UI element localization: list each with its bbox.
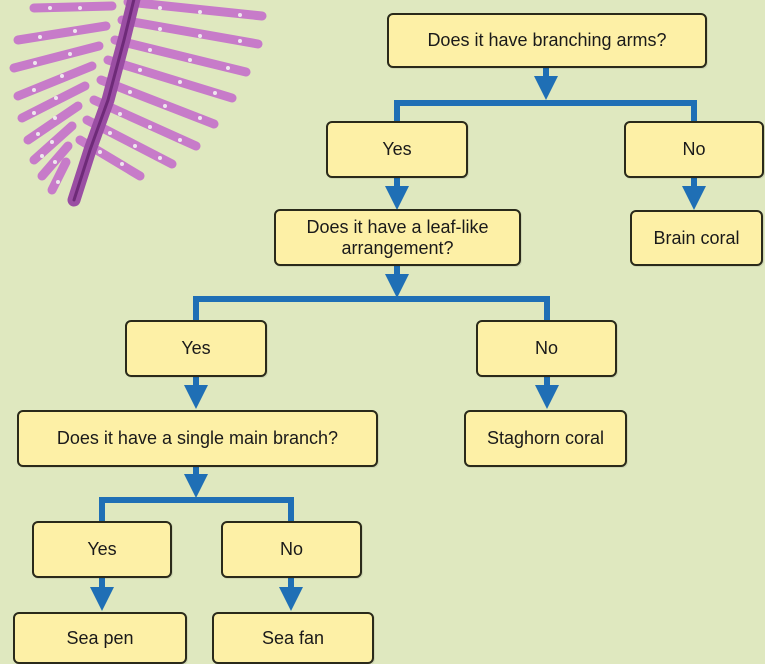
answer-no-branching: No bbox=[624, 121, 764, 178]
question-single-branch-text: Does it have a single main branch? bbox=[51, 428, 344, 449]
question-leaf-like-text: Does it have a leaf-like arrangement? bbox=[294, 217, 500, 259]
answer-yes-branching-text: Yes bbox=[376, 139, 417, 160]
result-sea-fan: Sea fan bbox=[212, 612, 374, 664]
answer-yes-branching: Yes bbox=[326, 121, 468, 178]
result-staghorn-coral-text: Staghorn coral bbox=[481, 428, 610, 449]
result-brain-coral: Brain coral bbox=[630, 210, 763, 266]
question-branching-arms-text: Does it have branching arms? bbox=[421, 30, 672, 51]
question-leaf-like-line1: Does it have a leaf-like bbox=[300, 217, 494, 238]
result-staghorn-coral: Staghorn coral bbox=[464, 410, 627, 467]
answer-no-leaf-text: No bbox=[529, 338, 564, 359]
question-branching-arms: Does it have branching arms? bbox=[387, 13, 707, 68]
result-sea-pen-text: Sea pen bbox=[60, 628, 139, 649]
question-single-branch: Does it have a single main branch? bbox=[17, 410, 378, 467]
answer-yes-single: Yes bbox=[32, 521, 172, 578]
result-sea-fan-text: Sea fan bbox=[256, 628, 330, 649]
result-sea-pen: Sea pen bbox=[13, 612, 187, 664]
answer-no-branching-text: No bbox=[676, 139, 711, 160]
answer-no-leaf: No bbox=[476, 320, 617, 377]
answer-no-single-text: No bbox=[274, 539, 309, 560]
answer-yes-single-text: Yes bbox=[81, 539, 122, 560]
question-leaf-like-line2: arrangement? bbox=[300, 238, 494, 259]
answer-yes-leaf-text: Yes bbox=[175, 338, 216, 359]
answer-no-single: No bbox=[221, 521, 362, 578]
answer-yes-leaf: Yes bbox=[125, 320, 267, 377]
result-brain-coral-text: Brain coral bbox=[647, 228, 745, 249]
question-leaf-like: Does it have a leaf-like arrangement? bbox=[274, 209, 521, 266]
